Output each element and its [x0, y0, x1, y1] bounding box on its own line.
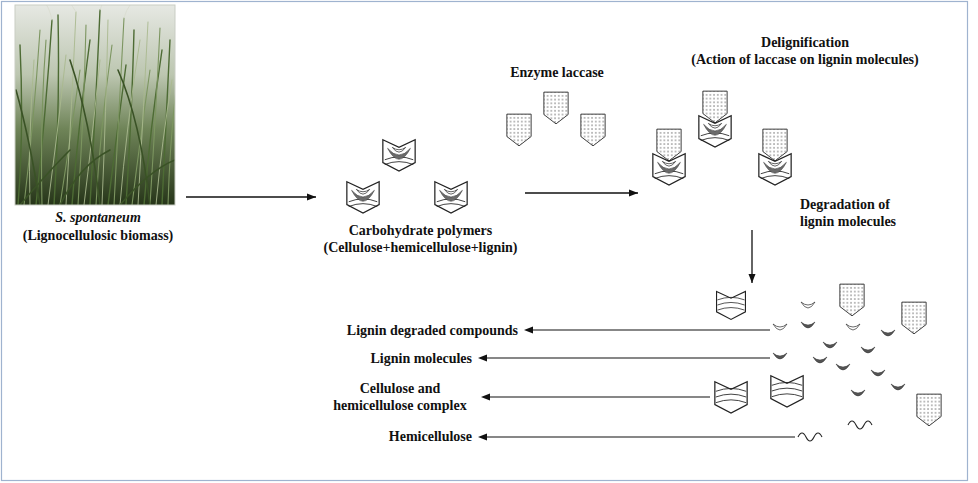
text-slot: Cellulose and hemicellulose complex — [325, 380, 475, 414]
text-slot: Degradation of lignin molecules — [800, 196, 925, 230]
text-slot: (Lignocellulosic biomass) — [12, 227, 184, 244]
text-slot: Carbohydrate polymers — [318, 222, 523, 239]
connector-line — [186, 196, 316, 197]
arrow-head — [749, 274, 756, 283]
node-text: S. spontaneum — [12, 209, 184, 226]
connector-arrow — [749, 230, 756, 283]
degradation-products — [715, 284, 941, 441]
text-slot: (Action of laccase on lignin molecules) — [640, 51, 970, 68]
node-text: Cellulose and hemicellulose complex — [325, 380, 475, 414]
text-slot: Lignin molecules — [290, 350, 472, 367]
node-text: Carbohydrate polymers — [318, 222, 523, 239]
connector-arrow — [186, 194, 316, 201]
grass-photo — [15, 0, 176, 205]
laccase-bound-complexes — [653, 91, 791, 185]
carbohydrate-polymer-icons — [347, 140, 467, 213]
arrow-head — [307, 194, 316, 201]
connector-arrow — [525, 190, 638, 197]
degradation-products-node: Lignin degraded compoundsLignin molecule… — [290, 285, 965, 455]
annotation-label: Enzyme laccase — [497, 64, 617, 81]
connector-line — [525, 192, 638, 193]
polymer-group-node: Carbohydrate polymers(Cellulose+hemicell… — [318, 132, 523, 258]
frame — [2, 2, 968, 481]
node-text: Delignification — [640, 34, 970, 51]
node-text: (Cellulose+hemicellulose+lignin) — [318, 239, 523, 256]
text-slot: S. spontaneum — [12, 209, 184, 226]
text-slot: Lignin degraded compounds — [290, 322, 518, 339]
text-slot: Hemicellulose — [290, 428, 472, 445]
arrow-head — [629, 190, 638, 197]
text-slot: (Cellulose+hemicellulose+lignin) — [318, 239, 523, 256]
node-text: (Action of laccase on lignin molecules) — [640, 51, 970, 68]
node-text: Lignin molecules — [290, 350, 472, 367]
text-slot: Enzyme laccase — [497, 64, 617, 81]
leader-arrows — [478, 327, 795, 441]
laccase-icons — [507, 92, 605, 146]
node-text: (Lignocellulosic biomass) — [12, 227, 184, 244]
edge-label: Degradation of lignin molecules — [800, 196, 925, 230]
biomass-photo-node: S. spontaneum(Lignocellulosic biomass) — [12, 3, 184, 251]
text-slot: Delignification — [640, 34, 970, 51]
node-text: Hemicellulose — [290, 428, 472, 445]
node-text: Lignin degraded compounds — [290, 322, 518, 339]
